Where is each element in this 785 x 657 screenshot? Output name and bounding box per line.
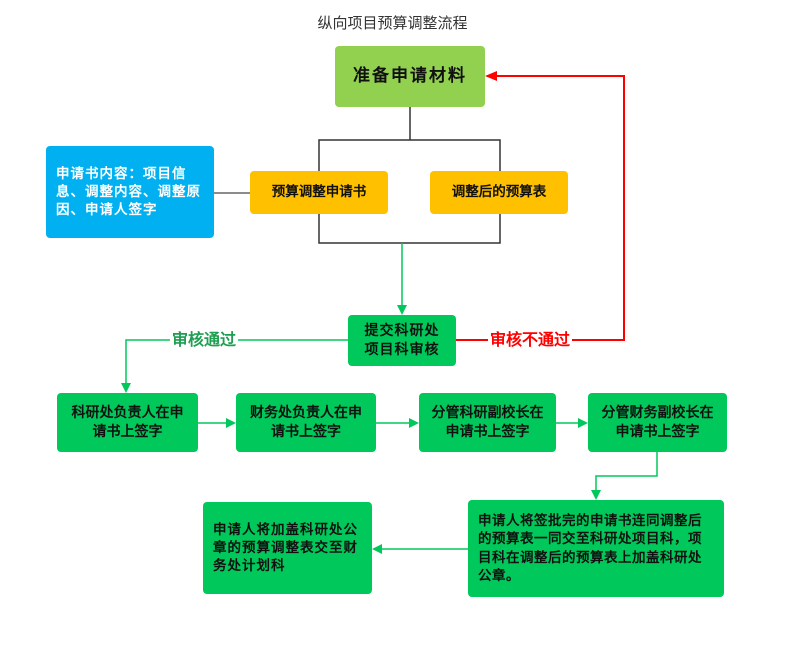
node-step1: 科研处负责人在申请书上签字 — [57, 393, 198, 452]
node-step4-label: 分管财务副校长在申请书上签字 — [601, 404, 714, 440]
node-doc-application: 预算调整申请书 — [250, 171, 388, 214]
node-note-label: 申请书内容：项目信息、调整内容、调整原因、申请人签字 — [56, 165, 201, 219]
node-step1-label: 科研处负责人在申请书上签字 — [71, 404, 184, 440]
node-start-label: 准备申请材料 — [353, 66, 467, 87]
node-doc-application-label: 预算调整申请书 — [271, 184, 367, 201]
doc-bracket-bottom — [318, 214, 501, 244]
node-step3-label: 分管科研副校长在申请书上签字 — [431, 404, 544, 440]
node-step2-label: 财务处负责人在申请书上签字 — [250, 404, 362, 440]
node-step6: 申请人将加盖科研处公章的预算调整表交至财务处计划科 — [203, 502, 372, 594]
connector-step4-step5 — [591, 452, 658, 500]
node-step4: 分管财务副校长在申请书上签字 — [588, 393, 727, 452]
node-review-label: 提交科研处项目科审核 — [364, 322, 440, 358]
node-step5-label: 申请人将签批完的申请书连同调整后的预算表一同交至科研处项目科，项目科在调整后的预… — [478, 513, 702, 584]
node-step3: 分管科研副校长在申请书上签字 — [419, 393, 556, 452]
node-review: 提交科研处项目科审核 — [348, 315, 456, 366]
node-note: 申请书内容：项目信息、调整内容、调整原因、申请人签字 — [46, 146, 214, 238]
doc-bracket — [318, 139, 501, 171]
diagram-title: 纵向项目预算调整流程 — [317, 14, 468, 32]
node-doc-budget-label: 调整后的预算表 — [451, 184, 547, 201]
node-step2: 财务处负责人在申请书上签字 — [236, 393, 376, 452]
node-doc-budget: 调整后的预算表 — [430, 171, 568, 214]
edge-label-pass: 审核通过 — [170, 330, 239, 350]
node-start: 准备申请材料 — [335, 46, 485, 107]
node-step6-label: 申请人将加盖科研处公章的预算调整表交至财务处计划科 — [213, 521, 358, 575]
edge-label-fail: 审核不通过 — [488, 330, 573, 350]
connector-pass — [121, 339, 348, 393]
node-step5: 申请人将签批完的申请书连同调整后的预算表一同交至科研处项目科，项目科在调整后的预… — [468, 500, 724, 597]
